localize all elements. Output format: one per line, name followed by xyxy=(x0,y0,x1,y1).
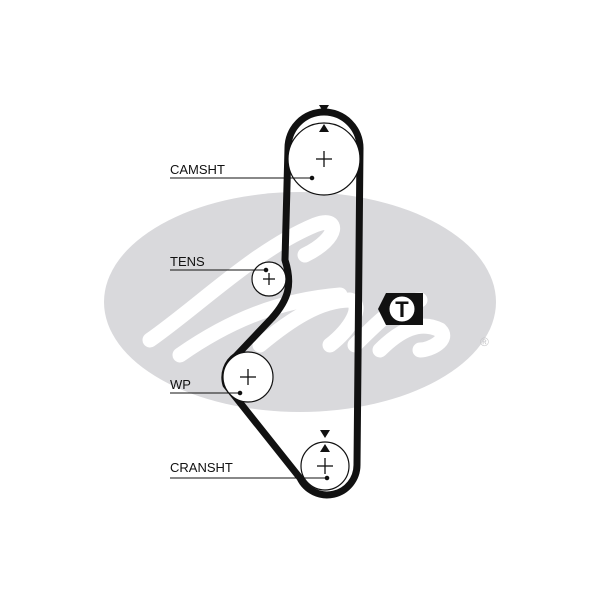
water-pump-label: WP xyxy=(170,377,191,392)
tensioner-label: TENS xyxy=(170,254,205,269)
timing-belt xyxy=(221,108,364,499)
tensioner-pulley xyxy=(251,261,287,297)
registered-mark: ® xyxy=(480,335,489,349)
camshaft-timing-mark xyxy=(319,105,329,132)
crankshaft-timing-mark xyxy=(320,430,330,452)
camshaft-label: CAMSHT xyxy=(170,162,225,177)
leader-lines xyxy=(170,175,330,481)
water-pump-pulley xyxy=(222,351,274,403)
crankshaft-label: CRANSHT xyxy=(170,460,233,475)
camshaft-pulley xyxy=(287,122,361,196)
gates-watermark-logo: ® xyxy=(104,192,496,412)
tensioner-marker: T xyxy=(378,293,423,325)
tensioner-marker-letter: T xyxy=(395,297,409,322)
